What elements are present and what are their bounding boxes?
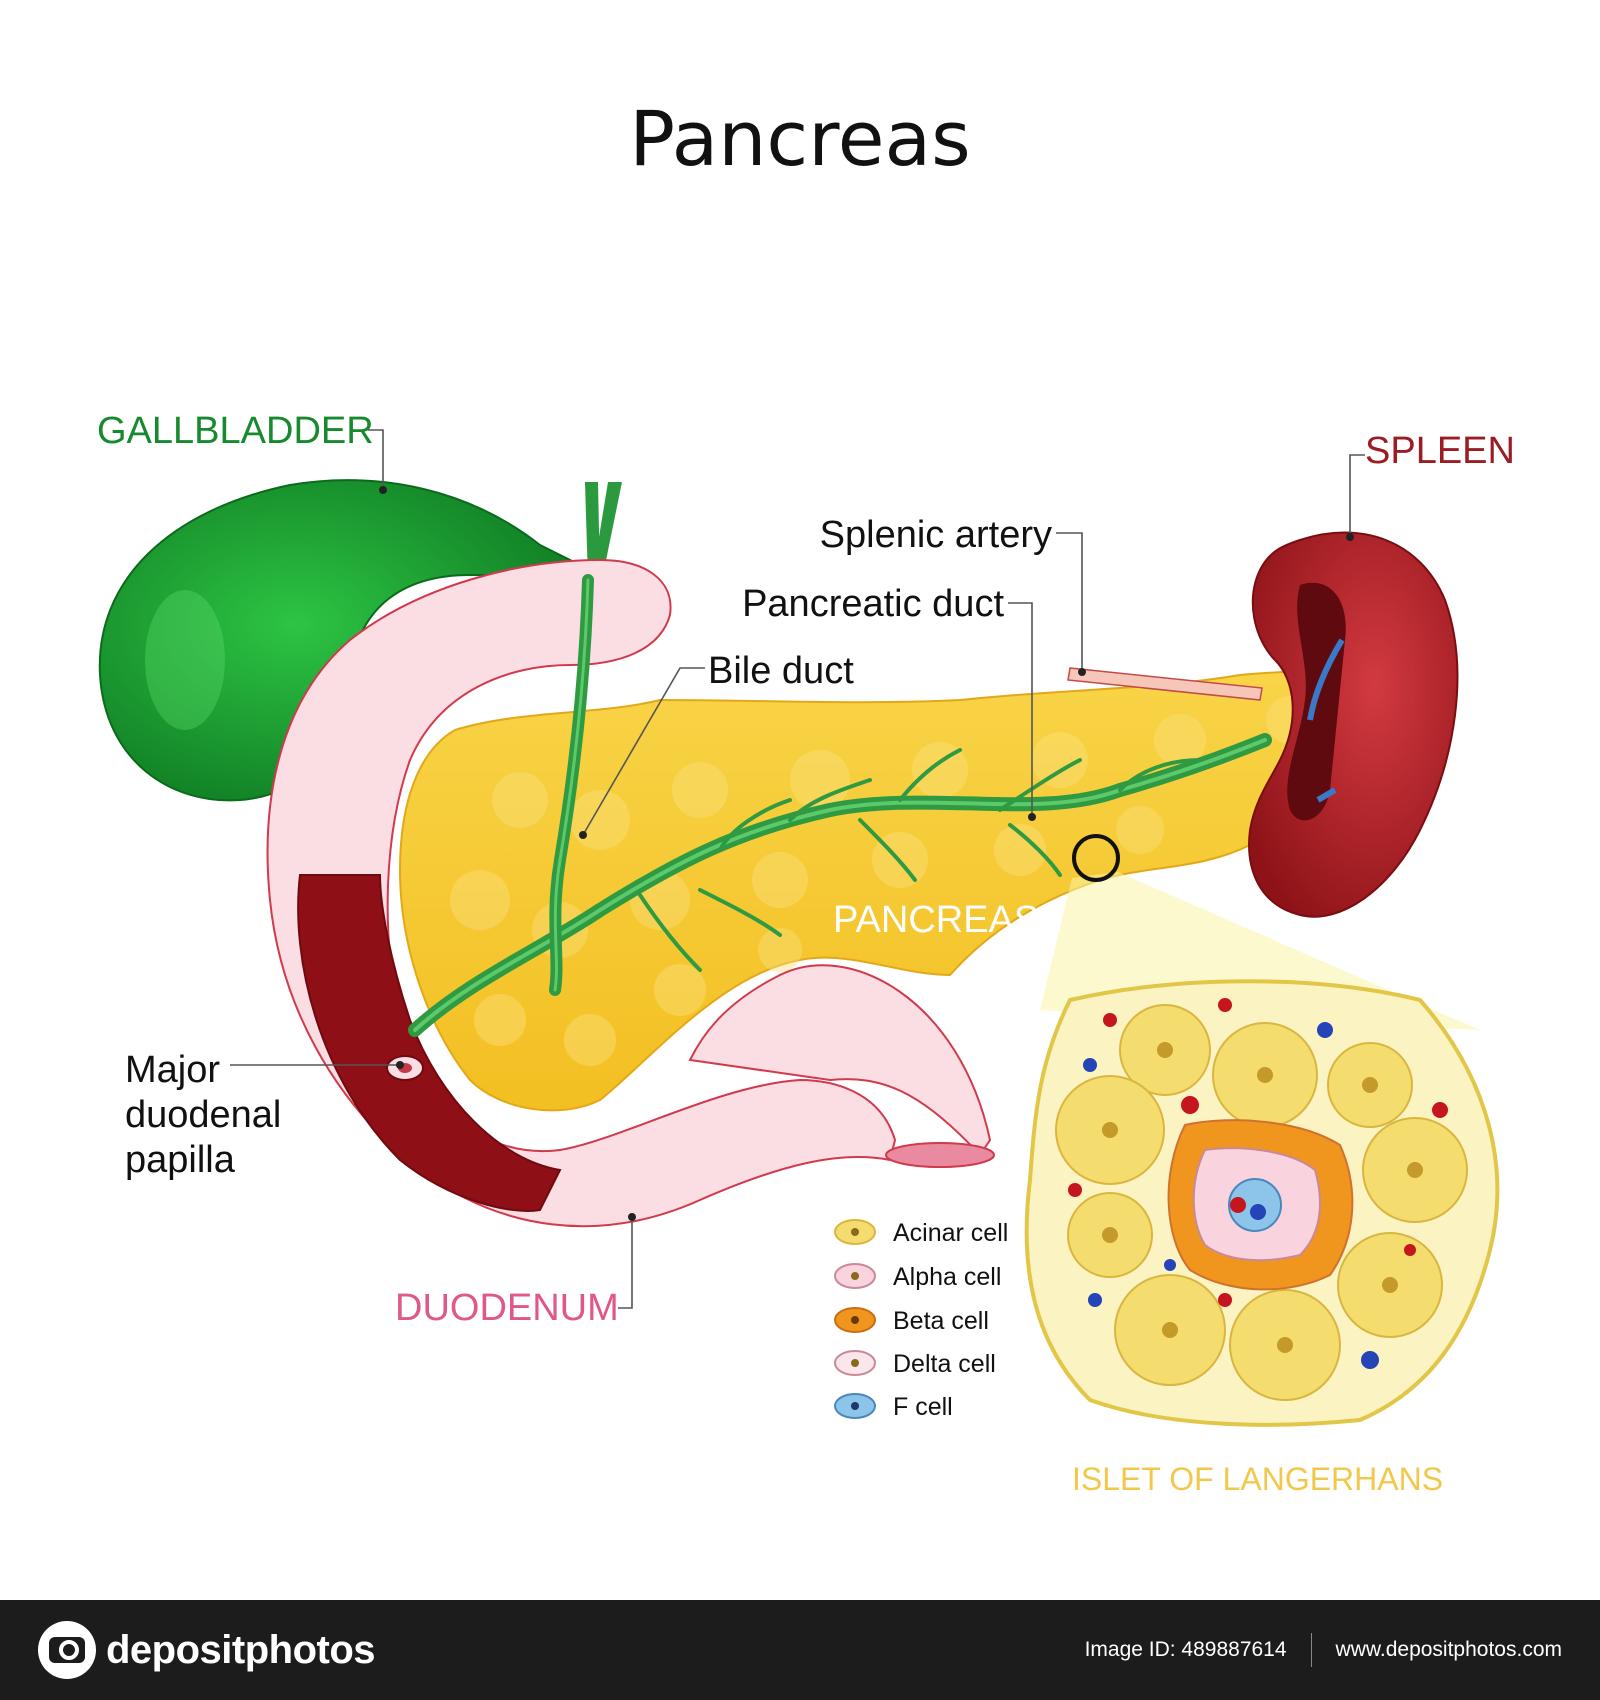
spleen [1248,531,1459,918]
pancreas-label: PANCREAS [833,899,1039,941]
papilla-label-line1: Major [125,1049,220,1091]
spleen-label: SPLEEN [1365,430,1515,472]
bile-duct-label: Bile duct [708,650,854,692]
bile-duct-upper [585,482,622,580]
leader-lines [230,429,1365,1309]
papilla-label-line2: duodenal [125,1094,281,1136]
islet-section [1024,979,1500,1427]
acinar-clusters [1055,1004,1468,1401]
gallbladder-label: GALLBLADDER [97,410,374,452]
legend-label: F cell [893,1393,953,1421]
legend-item: F cell [834,1393,953,1421]
splenic-artery-label: Splenic artery [820,514,1052,556]
brand[interactable]: depositphotos [38,1621,376,1679]
splenic-artery [1067,667,1263,701]
legend-label: Delta cell [893,1350,996,1378]
pancreas-diagram: Pancreas [97,94,1515,1497]
diagram-title: Pancreas [629,94,970,183]
footer-divider [1310,1633,1312,1667]
duodenum-label: DUODENUM [395,1287,619,1329]
legend-label: Acinar cell [893,1219,1008,1247]
legend-item: Acinar cell [834,1219,1008,1247]
islet-label: ISLET OF LANGERHANS [1072,1461,1443,1497]
legend-label: Beta cell [893,1307,989,1335]
camera-logo-icon [38,1621,96,1679]
duodenum [266,558,995,1228]
legend-item: Delta cell [834,1350,996,1378]
footer-info: Image ID: 489887614 www.depositphotos.co… [1085,1633,1562,1667]
legend: Acinar cell Alpha cell Beta cell Delta c… [834,1219,1008,1421]
blood-vessels [1068,998,1448,1369]
duodenum-lumen [297,874,562,1212]
gallbladder [98,479,593,802]
brand-name: depositphotos [106,1627,376,1672]
legend-label: Alpha cell [893,1263,1001,1291]
papilla-label-line3: papilla [125,1139,236,1181]
duct-system [408,574,1272,1037]
site-url[interactable]: www.depositphotos.com [1335,1638,1562,1661]
legend-item: Beta cell [834,1307,989,1335]
islet-core [1167,1119,1354,1291]
footer-bar: depositphotos Image ID: 489887614 www.de… [0,1600,1600,1700]
pancreatic-duct-label: Pancreatic duct [742,583,1004,625]
legend-item: Alpha cell [834,1263,1001,1291]
image-id: Image ID: 489887614 [1084,1638,1287,1661]
